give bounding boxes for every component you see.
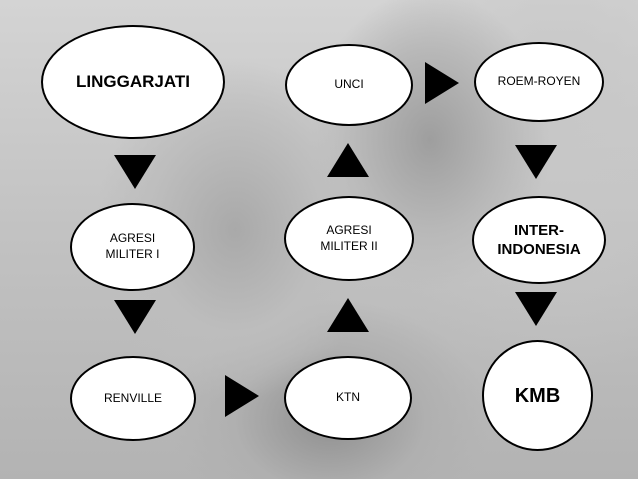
node-unci: UNCI [285,44,413,126]
arrow-up-1 [327,143,369,177]
node-renville: RENVILLE [70,356,196,441]
node-kmb: KMB [482,340,593,451]
node-ktn: KTN [284,356,412,440]
node-inter-indonesia: INTER- INDONESIA [472,196,606,284]
node-agresi-militer-1-label: AGRESI MILITER I [105,231,160,261]
node-roem-royen-label: ROEM-ROYEN [497,74,581,89]
arrow-right-1 [225,375,259,417]
arrow-down-4 [515,292,557,326]
node-renville-label: RENVILLE [103,390,163,405]
node-agresi-militer-1: AGRESI MILITER I [70,203,195,291]
node-agresi-militer-2: AGRESI MILITER II [284,196,414,281]
node-linggarjati: LINGGARJATI [41,25,225,139]
node-inter-indonesia-label: INTER- INDONESIA [497,221,581,259]
arrow-down-3 [515,145,557,179]
arrow-up-2 [327,298,369,332]
node-linggarjati-label: LINGGARJATI [76,71,190,91]
node-kmb-label: KMB [514,384,561,407]
arrow-down-2 [114,300,156,334]
node-unci-label: UNCI [334,77,364,92]
arrow-right-2 [425,62,459,104]
node-ktn-label: KTN [336,390,360,405]
arrow-down-1 [114,155,156,189]
node-roem-royen: ROEM-ROYEN [474,42,604,122]
node-agresi-militer-2-label: AGRESI MILITER II [320,222,378,253]
